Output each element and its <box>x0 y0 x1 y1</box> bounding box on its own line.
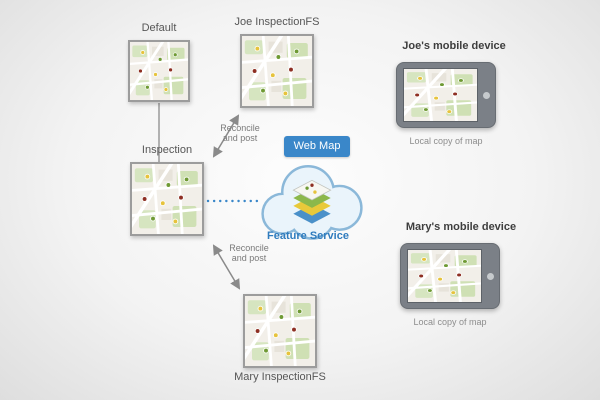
mary-tablet <box>400 243 500 309</box>
mary-device-caption: Local copy of map <box>413 317 487 327</box>
web-map-badge: Web Map <box>284 136 350 157</box>
map-icon <box>404 69 477 121</box>
mary-version-label: Mary InspectionFS <box>234 371 326 383</box>
map-icon <box>132 164 202 234</box>
mary-device-title: Mary's mobile device <box>405 221 517 233</box>
inspection-map-thumbnail <box>130 162 204 236</box>
mary-fs-map-thumbnail <box>243 294 317 368</box>
feature-service-label: Feature Service <box>267 230 349 242</box>
cloud-icon <box>261 165 363 240</box>
joe-device-caption: Local copy of map <box>409 136 483 146</box>
joe-device-title: Joe's mobile device <box>402 40 506 52</box>
joe-version-label: Joe InspectionFS <box>234 16 320 28</box>
joe-tablet-screen <box>403 68 478 122</box>
inspection-version-label: Inspection <box>141 144 193 156</box>
mary-tablet-screen <box>407 249 482 303</box>
feature-service-cloud <box>253 152 371 244</box>
default-version-label: Default <box>141 22 177 34</box>
reconcile-label-bottom: Reconcile and post <box>222 243 276 263</box>
joe-tablet <box>396 62 496 128</box>
camera-icon <box>483 91 490 99</box>
reconcile-label-bottom-line1: Reconcile <box>229 243 269 253</box>
reconcile-label-top-line2: and post <box>222 133 258 143</box>
camera-icon <box>487 272 494 280</box>
joe-fs-map-thumbnail <box>240 34 314 108</box>
layers-icon <box>292 179 332 224</box>
reconcile-arrow-bottom <box>212 244 241 290</box>
default-map-thumbnail <box>128 40 190 102</box>
map-icon <box>242 36 312 106</box>
map-icon <box>408 250 481 302</box>
reconcile-label-top-line1: Reconcile <box>220 123 260 133</box>
map-icon <box>245 296 315 366</box>
reconcile-label-bottom-line2: and post <box>231 253 267 263</box>
reconcile-label-top: Reconcile and post <box>213 123 267 143</box>
reconcile-arrow-top <box>212 114 240 158</box>
map-icon <box>130 42 188 100</box>
